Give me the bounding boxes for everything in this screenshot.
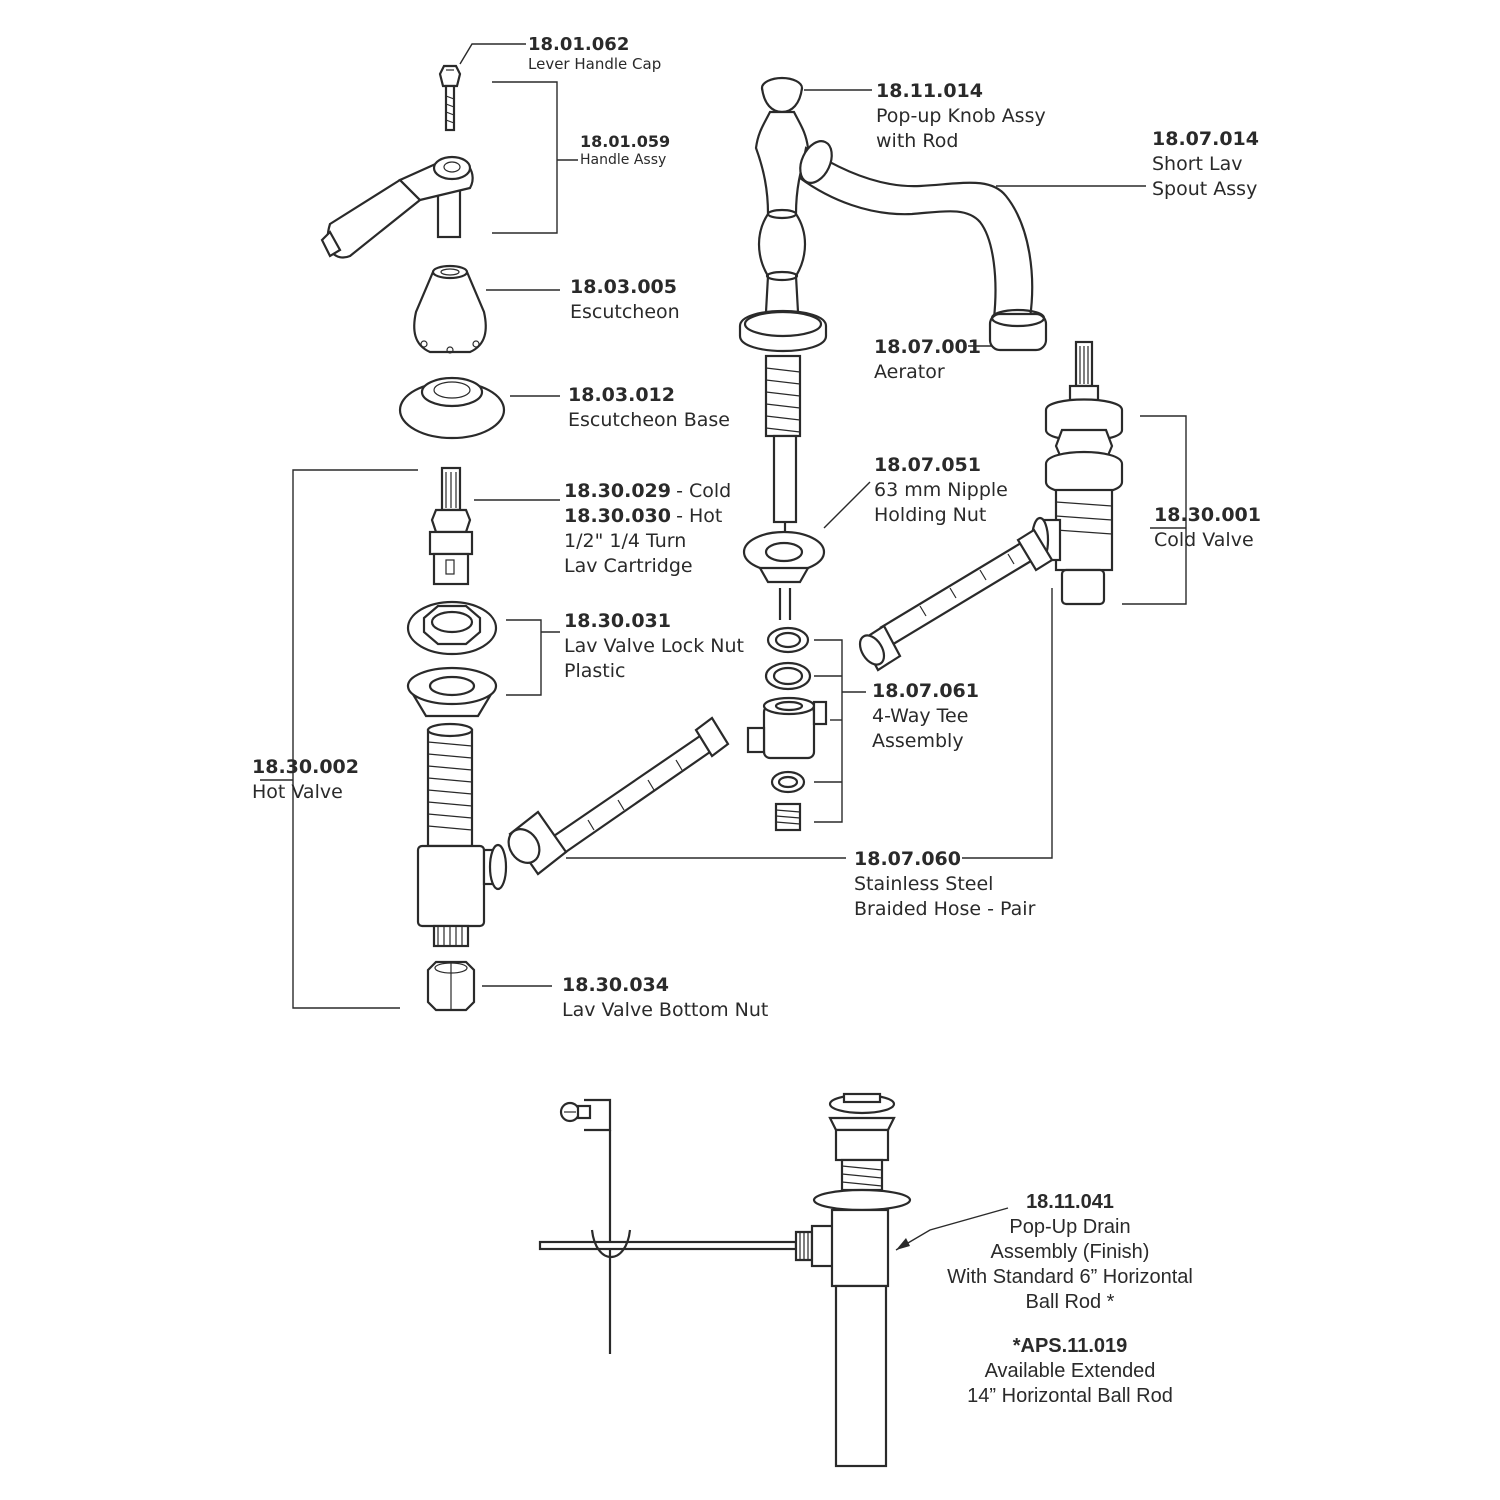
code-hot-valve: 18.30.002 xyxy=(252,756,359,778)
tee-o-ring-mid-icon xyxy=(764,661,812,691)
hot-braided-hose-icon xyxy=(507,716,730,876)
code-escutcheon-base: 18.03.012 xyxy=(568,384,675,406)
code-cold-valve: 18.30.001 xyxy=(1154,504,1261,526)
popup-knob-icon xyxy=(760,76,804,114)
hose-line2: Braided Hose - Pair xyxy=(854,898,1036,920)
popup-knob-line1: Pop-up Knob Assy xyxy=(876,105,1046,127)
lock-nut-washer-icon xyxy=(406,666,498,718)
suffix-cartridge-hot: - Hot xyxy=(676,505,723,527)
label-handle-assy: 18.01.059 Handle Assy xyxy=(580,134,670,173)
label-drain: 18.11.041 Pop-Up Drain Assembly (Finish)… xyxy=(920,1192,1220,1411)
lever-handle-cap-screw-icon xyxy=(438,64,462,132)
name-cold-valve: Cold Valve xyxy=(1154,529,1254,551)
spout-line1: Short Lav xyxy=(1152,153,1243,175)
lock-nut-line2: Plastic xyxy=(564,660,626,682)
code-lock-nut: 18.30.031 xyxy=(564,610,671,632)
drain-line3: With Standard 6” Horizontal xyxy=(947,1266,1193,1288)
horizontal-ball-rod-icon xyxy=(538,1224,842,1268)
popup-knob-line2: with Rod xyxy=(876,130,959,152)
code-drain: 18.11.041 xyxy=(1026,1191,1114,1213)
name-aerator: Aerator xyxy=(874,361,945,383)
nipple-nut-line1: 63 mm Nipple xyxy=(874,479,1008,501)
popup-rod-icon xyxy=(772,434,798,620)
escutcheon-icon xyxy=(413,264,487,354)
label-popup-knob: 18.11.014 Pop-up Knob Assy with Rod xyxy=(876,82,1046,157)
label-bottom-nut: 18.30.034 Lav Valve Bottom Nut xyxy=(562,976,768,1026)
popup-drain-body-icon xyxy=(812,1092,912,1468)
hot-valve-body-icon xyxy=(416,722,508,948)
spout-body-icon xyxy=(738,110,1034,438)
code-drain-extended: *APS.11.019 xyxy=(1012,1335,1128,1357)
code-cartridge-cold: 18.30.029 xyxy=(564,480,671,502)
tee-line2: Assembly xyxy=(872,730,964,752)
code-spout: 18.07.014 xyxy=(1152,128,1259,150)
four-way-tee-icon xyxy=(746,696,828,760)
name-hot-valve: Hot Valve xyxy=(252,781,343,803)
lav-cartridge-icon xyxy=(428,466,474,586)
label-aerator: 18.07.001 Aerator xyxy=(874,338,981,388)
lock-nut-icon xyxy=(406,600,498,656)
label-escutcheon: 18.03.005 Escutcheon xyxy=(570,278,680,328)
hose-line1: Stainless Steel xyxy=(854,873,994,895)
lock-nut-line1: Lav Valve Lock Nut xyxy=(564,635,744,657)
name-escutcheon-base: Escutcheon Base xyxy=(568,409,730,431)
drain-ext-line2: 14” Horizontal Ball Rod xyxy=(967,1385,1173,1407)
escutcheon-base-icon xyxy=(398,376,506,440)
label-escutcheon-base: 18.03.012 Escutcheon Base xyxy=(568,386,730,436)
label-lock-nut: 18.30.031 Lav Valve Lock Nut Plastic xyxy=(564,612,744,687)
drain-line4: Ball Rod * xyxy=(1025,1291,1115,1313)
tee-o-ring-bottom-icon xyxy=(770,770,806,794)
tee-line1: 4-Way Tee xyxy=(872,705,969,727)
code-bottom-nut: 18.30.034 xyxy=(562,974,669,996)
tee-plug-icon xyxy=(774,802,802,832)
label-tee: 18.07.061 4-Way Tee Assembly xyxy=(872,682,979,757)
drain-ext-line1: Available Extended xyxy=(984,1360,1156,1382)
label-cold-valve: 18.30.001 Cold Valve xyxy=(1154,506,1261,556)
nipple-nut-line2: Holding Nut xyxy=(874,504,987,526)
aerator-icon xyxy=(988,308,1048,352)
spout-line2: Spout Assy xyxy=(1152,178,1258,200)
label-lever-handle-cap: 18.01.062 Lever Handle Cap xyxy=(528,36,661,78)
nipple-holding-nut-icon xyxy=(742,530,826,584)
cartridge-line1: 1/2" 1/4 Turn xyxy=(564,530,687,552)
code-nipple-nut: 18.07.051 xyxy=(874,454,981,476)
label-nipple-nut: 18.07.051 63 mm Nipple Holding Nut xyxy=(874,456,1008,531)
drain-line1: Pop-Up Drain xyxy=(1009,1216,1131,1238)
code-lever-handle-cap: 18.01.062 xyxy=(528,34,630,55)
name-handle-assy: Handle Assy xyxy=(580,152,667,168)
label-hose: 18.07.060 Stainless Steel Braided Hose -… xyxy=(854,850,1035,925)
code-tee: 18.07.061 xyxy=(872,680,979,702)
code-aerator: 18.07.001 xyxy=(874,336,981,358)
name-bottom-nut: Lav Valve Bottom Nut xyxy=(562,999,769,1021)
label-hot-valve: 18.30.002 Hot Valve xyxy=(252,758,359,808)
code-handle-assy: 18.01.059 xyxy=(580,132,671,151)
name-escutcheon: Escutcheon xyxy=(570,301,680,323)
cold-braided-hose-icon xyxy=(858,528,1054,672)
drain-lift-rod-icon xyxy=(559,1098,612,1354)
label-cartridge: 18.30.029 - Cold 18.30.030 - Hot 1/2" 1/… xyxy=(564,482,731,582)
bottom-nut-icon xyxy=(426,960,476,1012)
code-popup-knob: 18.11.014 xyxy=(876,80,983,102)
cartridge-line2: Lav Cartridge xyxy=(564,555,693,577)
tee-o-ring-top-icon xyxy=(766,626,810,654)
code-cartridge-hot: 18.30.030 xyxy=(564,505,671,527)
code-escutcheon: 18.03.005 xyxy=(570,276,677,298)
lever-handle-icon xyxy=(320,155,474,259)
drain-line2: Assembly (Finish) xyxy=(990,1241,1150,1263)
label-spout: 18.07.014 Short Lav Spout Assy xyxy=(1152,130,1259,205)
code-hose: 18.07.060 xyxy=(854,848,961,870)
name-lever-handle-cap: Lever Handle Cap xyxy=(528,55,662,73)
suffix-cartridge-cold: - Cold xyxy=(676,480,732,502)
